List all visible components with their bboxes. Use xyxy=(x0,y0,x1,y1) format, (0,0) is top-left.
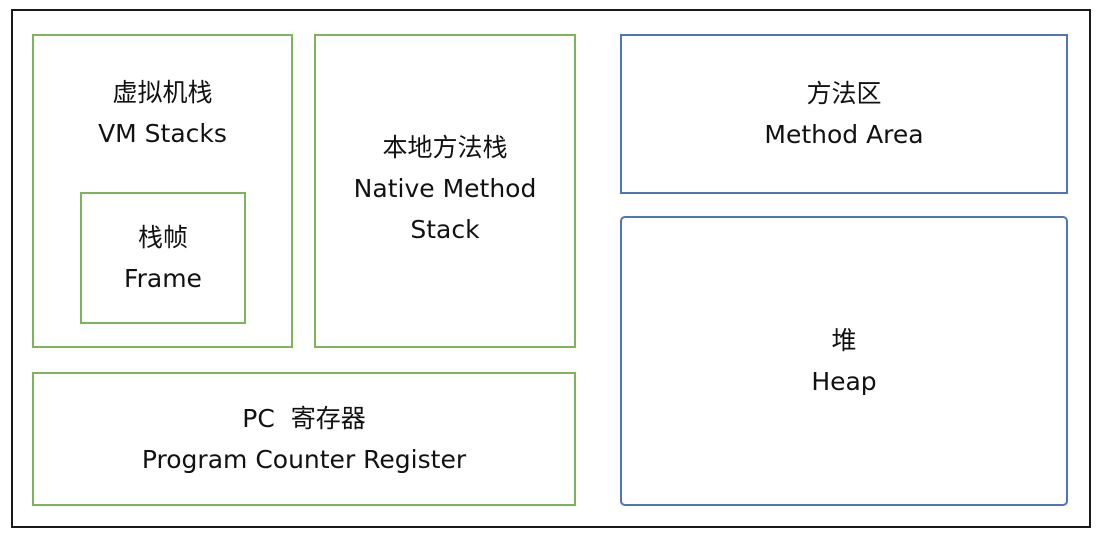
frame-label-zh: 栈帧 xyxy=(137,223,188,252)
method-area-label-en: Method Area xyxy=(764,120,924,149)
heap-label-en: Heap xyxy=(811,367,877,396)
native-method-stack-label-en-1: Native Method xyxy=(353,173,537,203)
heap-label-zh: 堆 xyxy=(831,326,857,355)
pc-register-label-en: Program Counter Register xyxy=(141,445,467,474)
native-method-stack-label-zh: 本地方法栈 xyxy=(382,132,508,162)
vm-stacks-box: 虚拟机栈 VM Stacks xyxy=(32,34,293,348)
frame-label-en: Frame xyxy=(124,264,202,293)
frame-box: 栈帧 Frame xyxy=(80,192,246,324)
pc-register-label-zh: PC 寄存器 xyxy=(242,404,366,433)
jvm-runtime-data-area xyxy=(11,9,1091,528)
heap-box: 堆 Heap xyxy=(620,216,1068,506)
native-method-stack-box: 本地方法栈 Native Method Stack xyxy=(314,34,576,348)
method-area-box: 方法区 Method Area xyxy=(620,34,1068,194)
native-method-stack-label-en-2: Stack xyxy=(410,214,480,244)
vm-stacks-label-en: VM Stacks xyxy=(98,119,227,148)
pc-register-box: PC 寄存器 Program Counter Register xyxy=(32,372,576,506)
vm-stacks-label-zh: 虚拟机栈 xyxy=(112,78,213,107)
method-area-label-zh: 方法区 xyxy=(806,79,882,108)
